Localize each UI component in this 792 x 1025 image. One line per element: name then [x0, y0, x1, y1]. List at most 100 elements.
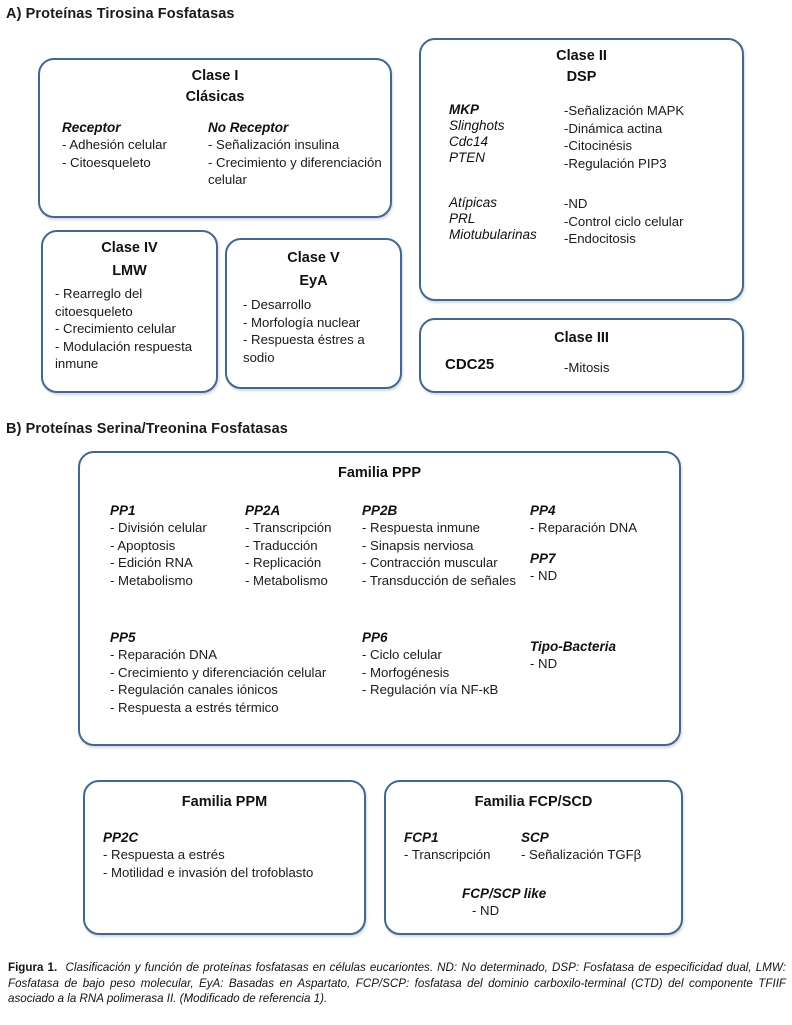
box-familia-ppp: Familia PPP PP1 - División celular - Apo…	[78, 451, 681, 746]
clase-iv-item: - Modulación respuesta inmune	[55, 338, 193, 372]
clase-ii-names-group2: Atípicas PRL Miotubularinas	[449, 195, 569, 243]
familia-ppp-title: Familia PPP	[337, 465, 421, 481]
fcpscp-like-item: - ND	[472, 903, 500, 918]
clase-iv-items: - Rearreglo del citoesqueleto - Crecimie…	[55, 285, 213, 373]
pp2c-item: - Respuesta a estrés	[103, 847, 225, 862]
pp6-head: PP6	[362, 630, 388, 645]
figure-caption-text: Clasificación y función de proteínas fos…	[8, 961, 786, 1006]
section-b-heading: B) Proteínas Serina/Treonina Fosfatasas	[6, 421, 288, 437]
pp7-head: PP7	[530, 550, 556, 566]
pp1-item: - Edición RNA	[110, 555, 193, 570]
pp6-item: - Ciclo celular	[362, 647, 442, 662]
clase-i-title-line2: Clásicas	[185, 89, 245, 105]
ppp-col-pp4: PP4 - Reparación DNA PP7 - ND	[530, 503, 660, 584]
familia-fcpscd-title: Familia FCP/SCD	[474, 794, 593, 810]
figure-caption: Figura 1. Clasificación y función de pro…	[8, 960, 786, 1007]
figure-caption-label: Figura 1.	[8, 961, 58, 974]
fcp1-head: FCP1	[404, 830, 439, 845]
box-clase-iii: Clase III CDC25 -Mitosis	[419, 318, 744, 393]
clase-v-item: - Respuesta éstres a sodio	[243, 332, 365, 365]
ppp-col-pp2b: PP2B - Respuesta inmune - Sinapsis nervi…	[362, 503, 522, 589]
no-receptor-item: - Señalización insulina	[208, 137, 340, 152]
fcpscd-col-fcpscp-like: FCP/SCP like - ND	[462, 886, 642, 920]
ppp-col-pp6: PP6 - Ciclo celular - Morfogénesis - Reg…	[362, 630, 532, 699]
fcpscp-like-head: FCP/SCP like	[462, 886, 547, 901]
pp1-item: - Apoptosis	[110, 537, 176, 553]
pp2a-item: - Transcripción	[245, 520, 332, 535]
receptor-head: Receptor	[62, 120, 121, 135]
pp5-head: PP5	[110, 630, 136, 645]
dsp-func: -Dinámica actina	[564, 120, 663, 136]
dsp-name: MKP	[449, 102, 479, 117]
pp1-item: - Metabolismo	[110, 572, 193, 588]
clase-iv-item: - Crecimiento celular	[55, 321, 176, 336]
familia-ppm-title: Familia PPM	[181, 794, 268, 810]
pp2b-item: - Contracción muscular	[362, 555, 498, 570]
dsp-name: Atípicas	[449, 195, 498, 210]
dsp-func: -Regulación PIP3	[564, 155, 667, 171]
cdc25-func: -Mitosis	[564, 360, 610, 375]
fcpscd-col-fcp1: FCP1 - Transcripción	[404, 830, 519, 864]
dsp-name: Slinghots	[449, 118, 505, 133]
box-familia-fcp-scd: Familia FCP/SCD FCP1 - Transcripción SCP…	[384, 780, 683, 935]
box-clase-iv: Clase IV LMW - Rearreglo del citoesquele…	[41, 230, 218, 393]
clase-ii-title-line1: Clase II	[556, 48, 607, 64]
pp2c-item: - Motilidad e invasión del trofoblasto	[103, 864, 314, 880]
no-receptor-item: - Crecimiento y diferenciación celular	[208, 154, 382, 188]
pp5-item: - Regulación canales iónicos	[110, 682, 278, 697]
dsp-name: Miotubularinas	[449, 227, 537, 242]
pp7-item: - ND	[530, 567, 558, 583]
ppp-col-pp2a: PP2A - Transcripción - Traducción - Repl…	[245, 503, 360, 589]
fcpscd-col-scp: SCP - Señalización TGFβ	[521, 830, 681, 864]
dsp-func: -Control ciclo celular	[564, 213, 684, 229]
clase-iv-title-line1: Clase IV	[101, 240, 158, 256]
ppp-col-tipo-bacteria: Tipo-Bacteria - ND	[530, 639, 665, 673]
scp-head: SCP	[521, 830, 549, 845]
clase-ii-funcs-group2: -ND -Control ciclo celular -Endocitosis	[564, 195, 739, 248]
pp2a-item: - Metabolismo	[245, 572, 328, 588]
ppm-col-pp2c: PP2C - Respuesta a estrés - Motilidad e …	[103, 830, 358, 881]
box-clase-v: Clase V EyA - Desarrollo - Morfología nu…	[225, 238, 402, 389]
clase-iii-title: Clase III	[554, 330, 609, 346]
dsp-name: PRL	[449, 211, 476, 226]
pp2b-item: - Transducción de señales	[362, 572, 516, 588]
clase-i-col-no-receptor: No Receptor - Señalización insulina - Cr…	[208, 120, 383, 189]
ppp-col-pp5: PP5 - Reparación DNA - Crecimiento y dif…	[110, 630, 400, 716]
clase-ii-funcs-group1: -Señalización MAPK -Dinámica actina -Cit…	[564, 102, 739, 172]
pp5-item: - Respuesta a estrés térmico	[110, 699, 279, 715]
clase-ii-names-group1: MKP Slinghots Cdc14 PTEN	[449, 102, 569, 166]
clase-i-col-receptor: Receptor - Adhesión celular - Citoesquel…	[62, 120, 202, 171]
tipo-bacteria-head: Tipo-Bacteria	[530, 639, 617, 654]
section-a-heading: A) Proteínas Tirosina Fosfatasas	[6, 6, 235, 22]
clase-v-title-line2: EyA	[299, 273, 328, 289]
fcp1-item: - Transcripción	[404, 847, 491, 862]
dsp-func: -Endocitosis	[564, 231, 636, 246]
pp2a-head: PP2A	[245, 503, 281, 518]
clase-ii-title-line2: DSP	[566, 69, 597, 85]
pp2a-item: - Traducción	[245, 537, 318, 553]
pp2c-head: PP2C	[103, 830, 139, 845]
clase-v-item: - Desarrollo	[243, 297, 312, 312]
pp5-item: - Reparación DNA	[110, 647, 218, 662]
pp4-item: - Reparación DNA	[530, 520, 638, 535]
dsp-name: PTEN	[449, 150, 486, 165]
dsp-func: -Citocinésis	[564, 138, 633, 153]
clase-v-item: - Morfología nuclear	[243, 314, 361, 330]
spacer	[530, 537, 660, 551]
clase-iv-title-line2: LMW	[112, 263, 147, 279]
tipo-bacteria-item: - ND	[530, 656, 558, 671]
dsp-func: -Señalización MAPK	[564, 103, 685, 118]
box-clase-i: Clase I Clásicas Receptor - Adhesión cel…	[38, 58, 392, 218]
pp2b-item: - Sinapsis nerviosa	[362, 537, 474, 553]
dsp-func: -ND	[564, 196, 588, 211]
pp1-head: PP1	[110, 503, 136, 518]
pp6-item: - Regulación vía NF-κB	[362, 682, 499, 697]
receptor-item: - Citoesqueleto	[62, 154, 151, 170]
pp1-item: - División celular	[110, 520, 207, 535]
clase-iv-item: - Rearreglo del citoesqueleto	[55, 286, 143, 319]
clase-v-items: - Desarrollo - Morfología nuclear - Resp…	[243, 296, 399, 366]
pp4-head: PP4	[530, 503, 556, 518]
scp-item: - Señalización TGFβ	[521, 847, 642, 862]
receptor-item: - Adhesión celular	[62, 137, 167, 152]
